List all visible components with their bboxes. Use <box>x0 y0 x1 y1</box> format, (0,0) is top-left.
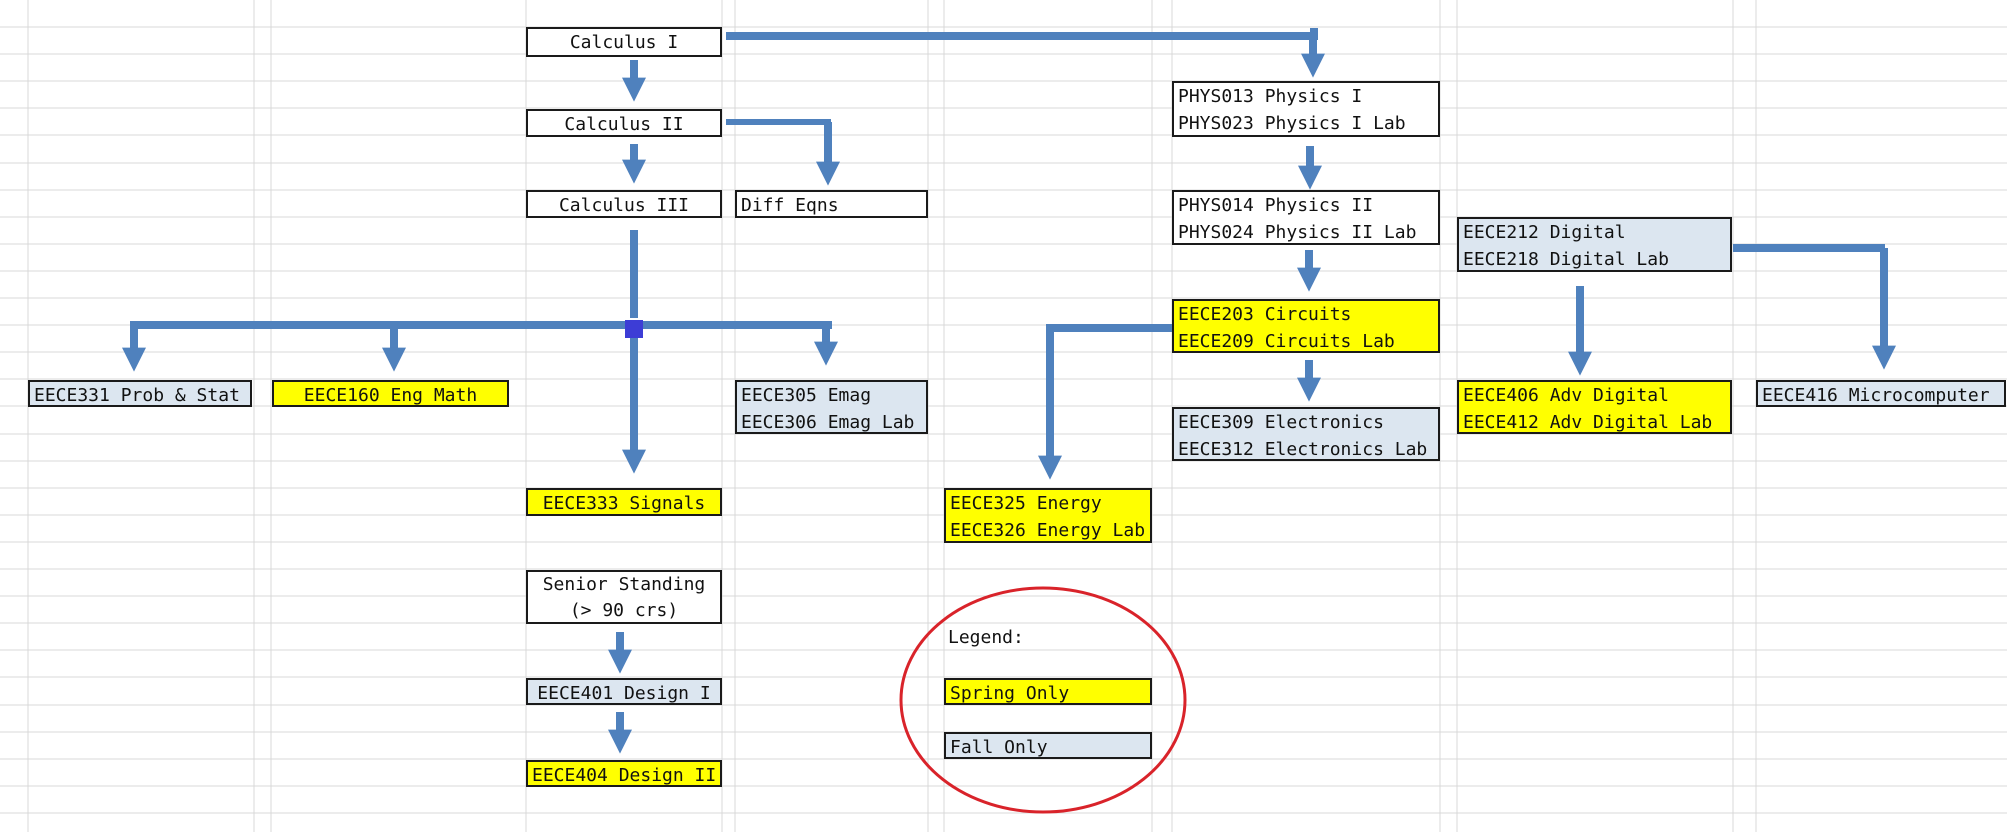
course-line: PHYS023 Physics I Lab <box>1178 113 1406 134</box>
course-line: EECE404 Design II <box>532 765 717 786</box>
course-line: Calculus II <box>564 114 684 135</box>
course-calculus-iii: Calculus III <box>526 190 722 218</box>
course-eng-math: EECE160 Eng Math <box>272 380 509 407</box>
bus-junction-marker <box>625 320 643 338</box>
course-line: EECE305 Emag <box>741 385 872 406</box>
course-line: EECE333 Signals <box>542 493 706 514</box>
course-line: EECE312 Electronics Lab <box>1178 439 1428 460</box>
course-line: PHYS013 Physics I <box>1178 86 1363 107</box>
course-line: Diff Eqns <box>741 195 839 216</box>
course-line: Senior Standing <box>542 574 706 595</box>
course-line: EECE406 Adv Digital <box>1463 385 1669 406</box>
course-microcomputer: EECE416 Microcomputer <box>1756 380 2006 407</box>
course-line: Calculus III <box>558 195 690 216</box>
course-line: PHYS024 Physics II Lab <box>1178 222 1417 243</box>
course-line: EECE325 Energy <box>950 493 1102 514</box>
course-line: EECE326 Energy Lab <box>950 520 1146 541</box>
course-line: EECE160 Eng Math <box>303 385 478 406</box>
course-line: EECE306 Emag Lab <box>741 412 915 433</box>
course-line: EECE309 Electronics <box>1178 412 1384 433</box>
senior-standing: Senior Standing (> 90 crs) <box>526 570 722 624</box>
course-line: EECE218 Digital Lab <box>1463 249 1669 270</box>
course-line: (> 90 crs) <box>569 600 679 621</box>
course-line: EECE203 Circuits <box>1178 304 1352 325</box>
course-line: EECE209 Circuits Lab <box>1178 331 1395 352</box>
legend-circle <box>899 586 1187 814</box>
course-line: EECE401 Design I <box>537 683 711 704</box>
course-signals: EECE333 Signals <box>526 488 722 516</box>
course-calculus-ii: Calculus II <box>526 109 722 137</box>
course-line: EECE212 Digital <box>1463 222 1626 243</box>
course-calculus-i: Calculus I <box>526 27 722 57</box>
legend-fall-only: Fall Only <box>944 732 1152 759</box>
course-prob-stat: EECE331 Prob & Stat <box>28 380 252 407</box>
course-design-ii: EECE404 Design II <box>526 760 722 787</box>
legend-spring-only: Spring Only <box>944 678 1152 705</box>
course-physics-ii: PHYS014 Physics II PHYS024 Physics II Lab <box>1172 190 1440 245</box>
course-diff-eqns: Diff Eqns <box>735 190 928 218</box>
course-line: PHYS014 Physics II <box>1178 195 1374 216</box>
arrow-circuits-energy <box>1046 324 1173 333</box>
course-physics-i: PHYS013 Physics I PHYS023 Physics I Lab <box>1172 81 1440 137</box>
course-line: EECE331 Prob & Stat <box>34 385 240 406</box>
course-design-i: EECE401 Design I <box>526 678 722 705</box>
legend-title: Legend: <box>948 627 1024 648</box>
course-line: EECE412 Adv Digital Lab <box>1463 412 1713 433</box>
course-line: EECE416 Microcomputer <box>1762 385 1990 406</box>
course-line: Calculus I <box>569 32 679 53</box>
